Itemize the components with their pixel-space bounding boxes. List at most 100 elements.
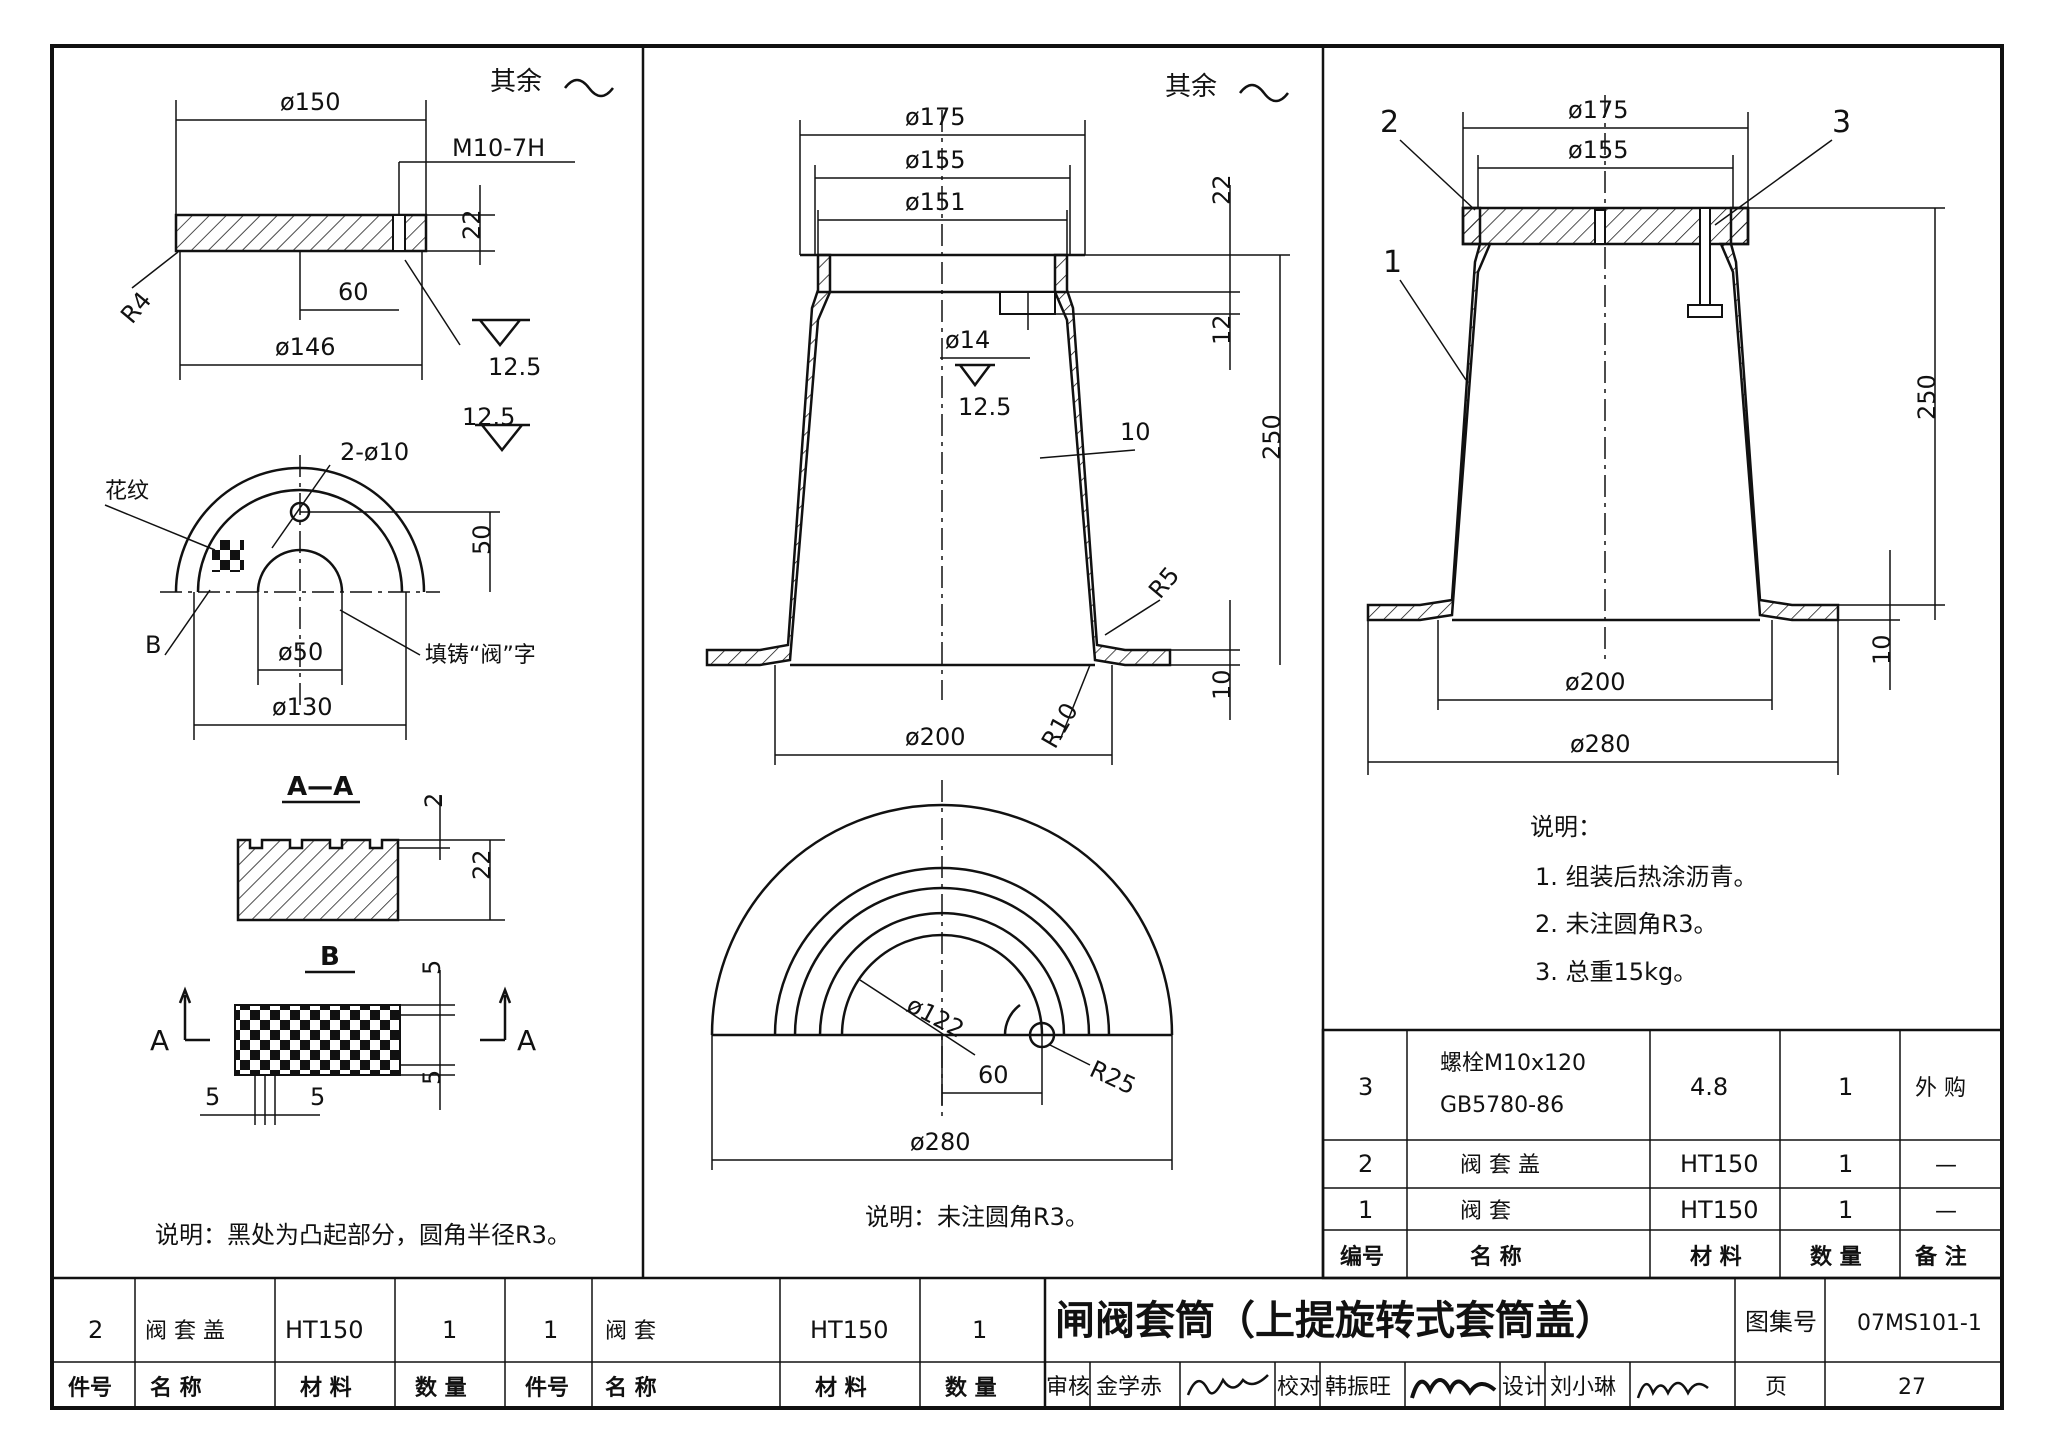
- callout-1: 1: [1383, 245, 1402, 280]
- part-2-qty: 1: [1838, 1150, 1853, 1178]
- part-3-remark: 外 购: [1915, 1076, 1966, 1101]
- right-note-2: 2. 未注圆角R3。: [1535, 910, 1717, 938]
- part-3-name2: GB5780-86: [1440, 1093, 1564, 1118]
- right-notes-title: 说明：: [1530, 813, 1602, 841]
- dim-d200-mid: ø200: [905, 723, 966, 751]
- dim-h250-right: 250: [1913, 374, 1941, 420]
- dim-d280-mid: ø280: [910, 1128, 971, 1156]
- assembly-wall-left: [1366, 206, 1492, 622]
- dim-h10-mid: 10: [1208, 669, 1236, 700]
- part-3-name1: 螺栓M10x120: [1440, 1051, 1586, 1076]
- part-1-remark: —: [1935, 1199, 1957, 1224]
- dim-r5-mid: R5: [1143, 561, 1185, 603]
- right-note-1: 1. 组装后热涂沥青。: [1535, 863, 1758, 891]
- bottom-row-qty-2: 1: [972, 1316, 987, 1344]
- right-panel: 2 3 1 ø175 ø155 250 10 ø200 ø280 说明： 1. …: [1366, 95, 1945, 986]
- part-1-qty: 1: [1838, 1196, 1853, 1224]
- detail-b-d5-left: 5: [205, 1083, 220, 1111]
- bottom-header-5: 件号: [525, 1376, 569, 1401]
- dim-r10-mid: R10: [1036, 698, 1084, 753]
- roughness-note-left: 其余: [490, 67, 542, 97]
- bottom-header-3: 材 料: [300, 1376, 352, 1401]
- middle-panel: 其余 ø175 ø155 ø151 22 12 250: [705, 72, 1290, 1231]
- roughness-125-mid: 12.5: [958, 393, 1011, 421]
- part-3-qty: 1: [1838, 1073, 1853, 1101]
- right-note-3: 3. 总重15kg。: [1535, 958, 1697, 986]
- roughness-symbol-middle: [1239, 83, 1289, 103]
- dim-60-left: 60: [338, 278, 369, 306]
- dim-d175-right: ø175: [1568, 96, 1629, 124]
- reviewer-name: 金学赤: [1096, 1375, 1162, 1400]
- dim-d155-mid: ø155: [905, 146, 966, 174]
- bottom-row-no-1: 2: [88, 1316, 103, 1344]
- page-label: 页: [1765, 1375, 1787, 1400]
- part-1-name: 阀 套: [1460, 1199, 1511, 1224]
- review-label: 审核: [1046, 1375, 1090, 1400]
- section-aa-body: [236, 838, 400, 922]
- drawing-title: 闸阀套筒（上提旋转式套筒盖）: [1055, 1298, 1615, 1344]
- dim-d200-right: ø200: [1565, 668, 1626, 696]
- roughness-note-middle: 其余: [1165, 72, 1217, 102]
- part-3-no: 3: [1358, 1073, 1373, 1101]
- part-2-name: 阀 套 盖: [1460, 1153, 1540, 1178]
- check-label: 校对: [1277, 1375, 1321, 1400]
- pattern-label: 花纹: [105, 479, 149, 504]
- a-left-label: A: [150, 1024, 169, 1057]
- section-aa-d22: 22: [468, 849, 496, 880]
- title-block: 闸阀套筒（上提旋转式套筒盖） 图集号 07MS101-1 审核 金学赤 校对 韩…: [1045, 1278, 2002, 1408]
- middle-note: 说明：未注圆角R3。: [865, 1203, 1089, 1231]
- dim-h22-left: 22: [458, 209, 486, 240]
- dim-d150: ø150: [280, 88, 341, 116]
- header-no: 编号: [1340, 1244, 1384, 1270]
- left-panel: 其余 ø150 M10-7H 22 R4 60 ø146 12.5: [104, 67, 614, 1249]
- bottom-row-mat-1: HT150: [285, 1316, 364, 1344]
- dim-m10: M10-7H: [452, 134, 545, 162]
- pattern-patch: [212, 540, 244, 572]
- header-qty: 数 量: [1810, 1244, 1862, 1270]
- header-material: 材 料: [1690, 1245, 1742, 1270]
- dim-h12-mid: 12: [1208, 314, 1236, 345]
- dim-d175-mid: ø175: [905, 103, 966, 131]
- dim-h22-mid: 22: [1208, 174, 1236, 205]
- dim-r25-mid: R25: [1085, 1055, 1140, 1100]
- part-2-material: HT150: [1680, 1150, 1759, 1178]
- dim-60-mid: 60: [978, 1061, 1009, 1089]
- dim-d130: ø130: [272, 693, 333, 721]
- bottom-parts-table: 2 阀 套 盖 HT150 1 1 阀 套 HT150 1 件号 名 称 材 料…: [52, 1276, 2002, 1408]
- page-number: 27: [1898, 1375, 1926, 1400]
- roughness-125b: 12.5: [462, 403, 515, 431]
- dim-d50: ø50: [278, 638, 323, 666]
- cast-label: 填铸“阀”字: [425, 643, 536, 668]
- thread-hole: [392, 214, 406, 252]
- callout-2: 2: [1380, 105, 1399, 140]
- b-label: B: [145, 631, 161, 659]
- sleeve-wall-left: [705, 253, 832, 667]
- bottom-header-1: 件号: [68, 1376, 112, 1401]
- checker-name: 韩振旺: [1325, 1375, 1391, 1400]
- roughness-125a: 12.5: [488, 353, 541, 381]
- dim-hole-2-10: 2-ø10: [340, 438, 409, 466]
- assembly-bolt: [1699, 207, 1711, 309]
- header-name: 名 称: [1470, 1244, 1522, 1270]
- detail-b-checker: [234, 1004, 401, 1076]
- bottom-header-7: 材 料: [815, 1376, 867, 1401]
- bottom-row-qty-1: 1: [442, 1316, 457, 1344]
- part-2-remark: —: [1935, 1153, 1957, 1178]
- section-aa-title: A—A: [287, 772, 353, 802]
- roughness-symbol-left: [564, 78, 614, 98]
- bottom-header-2: 名 称: [150, 1375, 202, 1401]
- sleeve-plan-outer: [710, 803, 1174, 1036]
- cover-section: [174, 213, 428, 253]
- part-2-no: 2: [1358, 1150, 1373, 1178]
- dim-d280-right: ø280: [1570, 730, 1631, 758]
- bottom-row-no-2: 1: [543, 1316, 558, 1344]
- checker-signature: [1410, 1378, 1497, 1399]
- parts-table: 3 螺栓M10x120 GB5780-86 4.8 1 外 购 2 阀 套 盖 …: [1321, 1028, 2004, 1280]
- sleeve-wall-right: [1053, 253, 1172, 667]
- left-note: 说明：黑处为凸起部分，圆角半径R3。: [155, 1221, 571, 1249]
- bottom-header-8: 数 量: [945, 1375, 997, 1401]
- dim-d151-mid: ø151: [905, 188, 966, 216]
- design-label: 设计: [1502, 1375, 1546, 1400]
- part-3-material: 4.8: [1690, 1073, 1728, 1101]
